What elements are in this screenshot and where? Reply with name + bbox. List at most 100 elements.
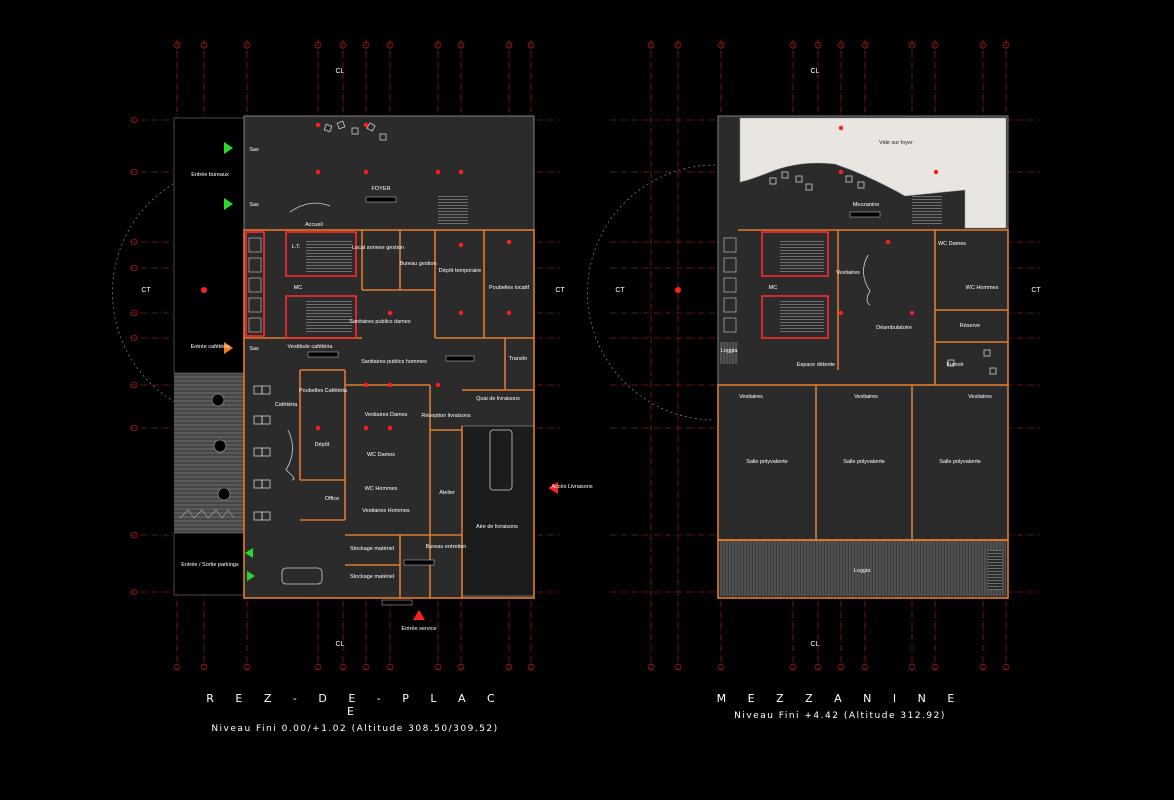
mezz-label-deambulatoire: Déambulatoire <box>876 325 912 331</box>
delivery-truck <box>489 429 513 491</box>
mezz-slab <box>717 115 1009 599</box>
garden-plants <box>179 393 235 519</box>
mezz-core <box>761 231 829 339</box>
mezzanine-caption: M E Z Z A N I N E Niveau Fini +4.42 (Alt… <box>690 692 990 721</box>
ground-grid-bubbles <box>130 41 535 671</box>
arrow-acces-livraisons <box>548 482 558 494</box>
arrow-parking-out <box>245 548 253 558</box>
mezz-walls <box>717 229 1009 599</box>
label-quai: Quai de livraisons <box>476 396 520 402</box>
entrance-strip <box>173 117 247 374</box>
label-sas-1: Sas <box>249 147 259 153</box>
parking-strip <box>173 532 247 596</box>
label-bureau-gestion: Bureau gestion <box>400 261 437 267</box>
label-stockage-2: Stockage matériel <box>350 574 394 580</box>
ground-level-tags <box>307 196 475 606</box>
ground-columns <box>201 122 512 431</box>
mezz-label-wc-hommes: WC Hommes <box>966 285 999 291</box>
ground-core-stairs <box>306 196 468 332</box>
label-cafeteria: Cafétéria <box>275 402 298 408</box>
arrow-parking-in <box>247 571 255 581</box>
mezz-label-vestiaires-3: Vestiaires <box>968 394 992 400</box>
label-entree-parking: Entrée / Sortie parkings <box>181 562 239 568</box>
mezz-label-loggia-small: Loggia <box>721 348 738 354</box>
ground-title: R E Z - D E - P L A C E <box>206 692 504 718</box>
mezz-columns <box>675 125 939 316</box>
label-ct-left: CT <box>141 287 151 294</box>
label-depot: Dépôt <box>315 442 330 448</box>
mezz-label-mezzanine: Mezzanine <box>853 202 880 208</box>
delivery-area <box>461 425 535 597</box>
label-lt: L.T. <box>292 244 301 250</box>
label-office: Office <box>325 496 339 502</box>
cafeteria-tables <box>253 385 295 521</box>
mezz-label-loggia: Loggia <box>854 568 871 574</box>
mezz-label-mc: MC <box>769 285 778 291</box>
mezz-label-cl-top: CL <box>811 68 820 75</box>
mezz-loggia <box>720 540 1006 596</box>
mezz-label-salle-3: Salle polyvalente <box>939 459 981 465</box>
mezz-label-vestiaires-2: Vestiaires <box>854 394 878 400</box>
label-cl-bottom: CL <box>336 641 345 648</box>
label-sanitaires-hommes: Sanitaires publics hommes <box>361 359 427 365</box>
label-aire: Aire de livraisons <box>476 524 518 530</box>
foyer-seating <box>289 120 387 213</box>
label-vestibule: Vestibule cafétéria <box>288 344 334 350</box>
label-vestiaires-dames: Vestiaires Dames <box>365 412 408 418</box>
label-cl-top: CL <box>336 68 345 75</box>
ground-floor-plan: Sas Sas Sas Entrée bureaux Entrée cafété… <box>112 40 593 671</box>
label-sas-3: Sas <box>249 346 259 352</box>
mezz-label-ct-right: CT <box>1031 287 1041 294</box>
label-depot-temporaire: Dépôt temporaire <box>439 268 482 274</box>
label-ct-right: CT <box>555 287 565 294</box>
mezz-dashed-arc <box>587 164 716 421</box>
arrow-entree-bureaux-1 <box>224 142 233 154</box>
label-mc: MC <box>294 285 303 291</box>
void-over-foyer <box>739 117 1007 229</box>
label-poubelles-cafeteria: Poubelles Cafétéria <box>299 388 348 394</box>
label-reception: Réception livraisons <box>421 413 470 419</box>
mezz-label-vestiaires-1: Vestiaires <box>739 394 763 400</box>
mezz-seating <box>769 171 997 375</box>
ground-subtitle: Niveau Fini 0.00/+1.02 (Altitude 308.50/… <box>211 724 499 734</box>
mezz-label-ct-left: CT <box>615 287 625 294</box>
mezzanine-plan: Vide sur foyer Mezzanine WC Dames WC Hom… <box>587 40 1041 671</box>
label-stockage-1: Stockage matériel <box>350 546 394 552</box>
arrow-entree-service <box>413 610 425 620</box>
label-transfo: Transfo <box>509 356 527 362</box>
label-poubelles-locatif: Poubelles locatif <box>489 285 530 291</box>
ground-shafts <box>248 237 262 333</box>
mezz-grid-bubbles <box>647 41 1010 671</box>
label-foyer: FOYER <box>372 186 391 192</box>
mezz-label-cl-bottom: CL <box>811 641 820 648</box>
mezz-label-wc-dames: WC Dames <box>938 241 966 247</box>
label-sas-2: Sas <box>249 202 259 208</box>
label-wc-dames: WC Dames <box>367 452 395 458</box>
mezz-label-vide: Vide sur foyer <box>879 140 913 146</box>
mezz-loggia-small <box>720 342 738 364</box>
mezz-label-reserve: Réserve <box>960 323 980 329</box>
mezz-core-stairs <box>780 196 1002 590</box>
label-atelier: Atelier <box>439 490 455 496</box>
mezz-label-vestiaires: Vestiaires <box>836 270 860 276</box>
garden-hatch <box>174 373 246 533</box>
arrow-entree-bureaux-2 <box>224 198 233 210</box>
mezz-level-tags <box>849 211 881 218</box>
mezzanine-title: M E Z Z A N I N E <box>716 692 964 705</box>
label-local-annexe: Local annexe gestion <box>352 245 404 251</box>
label-vestiaires-hommes: Vestiaires Hommes <box>362 508 410 514</box>
parked-car <box>281 567 323 585</box>
label-entree-bureaux: Entrée bureaux <box>191 172 229 178</box>
ground-core <box>245 231 357 339</box>
label-entree-service: Entrée service <box>401 626 436 632</box>
label-bureau-entretien: Bureau entretien <box>426 544 467 550</box>
mezzanine-subtitle: Niveau Fini +4.42 (Altitude 312.92) <box>734 711 946 721</box>
mezz-label-espace-detente: Espace détente <box>797 362 835 368</box>
mezz-shafts <box>723 237 737 333</box>
mezz-label-salle-1: Salle polyvalente <box>746 459 788 465</box>
ground-caption: R E Z - D E - P L A C E Niveau Fini 0.00… <box>200 692 510 734</box>
mezz-label-salle-2: Salle polyvalente <box>843 459 885 465</box>
mezz-label-fumoir: Fumoir <box>946 362 963 368</box>
arrow-entree-cafeteria <box>224 342 233 354</box>
